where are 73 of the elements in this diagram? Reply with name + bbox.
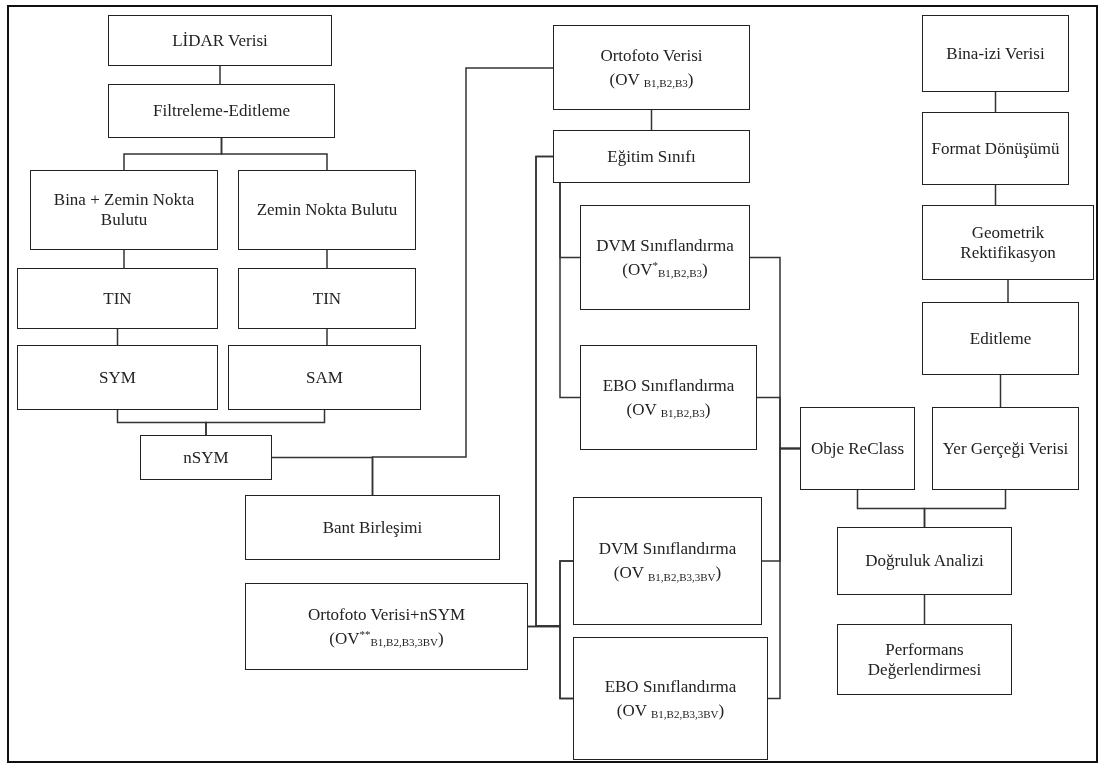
process-box — [17, 268, 218, 329]
box-label: DVM Sınıflandırma — [598, 539, 737, 559]
box-label: Eğitim Sınıfı — [607, 146, 696, 167]
connector-line — [650, 109, 653, 131]
connector-line — [123, 249, 125, 269]
box-label: Yer Gerçeği Verisi — [942, 438, 1069, 459]
box-label: Geometrik Rektifikasyon — [959, 222, 1057, 263]
process-box — [922, 205, 1094, 280]
process-box — [837, 624, 1012, 695]
process-box — [238, 170, 416, 250]
process-box — [573, 497, 762, 625]
process-box — [238, 268, 416, 329]
box-label: DVM Sınıflandırma — [596, 235, 734, 256]
box-label: Bina-izi Verisi — [946, 43, 1045, 64]
box-label: Zemin Nokta Bulutu — [256, 200, 398, 220]
connector-line — [994, 91, 997, 113]
box-label: nSYM — [183, 447, 229, 468]
connector-line — [219, 65, 221, 85]
box-label: EBO Sınıflandırma — [602, 375, 735, 396]
box-label: EBO Sınıflandırma — [604, 676, 737, 697]
process-box — [108, 15, 332, 66]
connector-line — [205, 409, 326, 436]
box-label: Filtreleme-Editleme — [153, 101, 290, 121]
process-box — [553, 25, 750, 110]
process-box — [17, 345, 218, 410]
box-label: Editleme — [969, 328, 1032, 349]
band-formula: (OV$^{*}$$_{B1,B2,B3}$) — [622, 259, 708, 280]
process-box — [922, 302, 1079, 375]
process-box — [580, 205, 750, 310]
box-label: Bina + Zemin Nokta Bulutu — [52, 190, 196, 230]
box-label: Performans Değerlendirmesi — [866, 639, 983, 680]
connector-line — [371, 67, 554, 496]
connector-line — [326, 249, 328, 269]
connector-line — [994, 184, 997, 206]
band-formula: (OV$^{**}$$_{B1,B2,B3,3BV}$) — [329, 628, 444, 649]
connector-line — [527, 625, 574, 700]
box-label: Bant Birleşimi — [322, 517, 423, 538]
process-box — [245, 495, 500, 560]
connector-line — [767, 447, 801, 700]
process-box — [573, 637, 768, 760]
connector-line — [559, 182, 581, 399]
box-label: TIN — [103, 288, 132, 309]
process-box — [245, 583, 528, 670]
box-label: Ortofoto Verisi+nSYM — [307, 604, 466, 625]
box-label: SAM — [306, 367, 343, 388]
band-formula: (OV $_{B1,B2,B3}$) — [626, 399, 711, 420]
process-box — [922, 112, 1069, 185]
band-formula: (OV $_{B1,B2,B3}$) — [609, 69, 694, 90]
process-box — [30, 170, 218, 250]
box-label: Doğruluk Analizi — [865, 551, 984, 571]
process-box — [580, 345, 757, 450]
box-label: TIN — [312, 288, 342, 309]
process-box — [108, 84, 335, 138]
box-label: SYM — [99, 367, 136, 388]
band-formula: (OV $_{B1,B2,B3,3BV}$) — [613, 563, 722, 583]
process-box — [228, 345, 421, 410]
connector-line — [923, 489, 1007, 528]
process-box — [932, 407, 1079, 490]
box-label: Format Dönüşümü — [931, 138, 1060, 159]
box-label: Ortofoto Verisi — [600, 45, 703, 66]
connector-line — [220, 137, 328, 171]
connector-line — [923, 594, 926, 625]
process-box — [800, 407, 915, 490]
process-box — [922, 15, 1069, 92]
connector-line — [999, 374, 1002, 408]
box-label: Obje ReClass — [811, 438, 904, 459]
connector-line — [1007, 279, 1009, 303]
connector-line — [326, 328, 328, 346]
process-box — [140, 435, 272, 480]
process-box — [553, 130, 750, 183]
box-label: LİDAR Verisi — [172, 30, 268, 51]
process-box — [837, 527, 1012, 595]
band-formula: (OV $_{B1,B2,B3,3BV}$) — [616, 700, 725, 721]
